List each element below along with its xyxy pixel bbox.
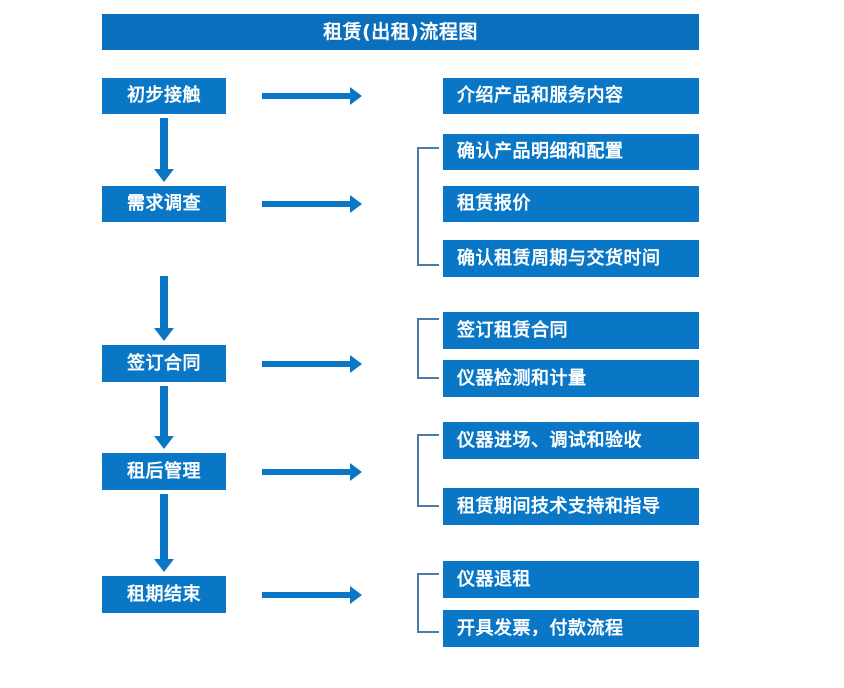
detail-box-4[interactable]: 确认租赁周期与交货时间 xyxy=(443,240,699,277)
arrow-head xyxy=(350,463,362,481)
arrow-head xyxy=(350,355,362,373)
stage-box-3[interactable]: 签订合同 xyxy=(102,345,226,382)
arrow-shaft xyxy=(262,201,350,207)
arrow-head xyxy=(154,169,174,182)
arrow-head xyxy=(154,559,174,572)
arrow-head xyxy=(350,87,362,105)
detail-box-6[interactable]: 仪器检测和计量 xyxy=(443,360,699,397)
arrow-shaft xyxy=(160,118,168,169)
stage-flow-arrow-1-2 xyxy=(154,118,174,182)
arrow-head xyxy=(154,328,174,341)
arrow-shaft xyxy=(160,276,168,328)
stage-to-detail-arrow-5 xyxy=(262,586,362,604)
detail-group-bracket-3 xyxy=(417,318,439,379)
arrow-head xyxy=(154,436,174,449)
stage-box-2[interactable]: 需求调查 xyxy=(102,186,226,222)
detail-box-9[interactable]: 仪器退租 xyxy=(443,561,699,598)
detail-group-bracket-2 xyxy=(417,147,439,266)
detail-box-8[interactable]: 租赁期间技术支持和指导 xyxy=(443,488,699,525)
detail-box-5[interactable]: 签订租赁合同 xyxy=(443,312,699,349)
arrow-shaft xyxy=(262,361,350,367)
detail-box-1[interactable]: 介绍产品和服务内容 xyxy=(443,78,699,114)
stage-to-detail-arrow-4 xyxy=(262,463,362,481)
diagram-title: 租赁(出租)流程图 xyxy=(102,14,699,50)
stage-box-4[interactable]: 租后管理 xyxy=(102,453,226,490)
stage-to-detail-arrow-3 xyxy=(262,355,362,373)
stage-flow-arrow-4-5 xyxy=(154,494,174,572)
arrow-head xyxy=(350,586,362,604)
stage-box-1[interactable]: 初步接触 xyxy=(102,78,226,114)
arrow-shaft xyxy=(262,469,350,475)
detail-box-10[interactable]: 开具发票，付款流程 xyxy=(443,610,699,647)
stage-flow-arrow-2-3 xyxy=(154,276,174,341)
detail-group-bracket-5 xyxy=(417,573,439,633)
arrow-shaft xyxy=(262,93,350,99)
arrow-head xyxy=(350,195,362,213)
stage-to-detail-arrow-1 xyxy=(262,87,362,105)
arrow-shaft xyxy=(160,386,168,436)
detail-box-2[interactable]: 确认产品明细和配置 xyxy=(443,134,699,170)
stage-to-detail-arrow-2 xyxy=(262,195,362,213)
stage-flow-arrow-3-4 xyxy=(154,386,174,449)
detail-box-7[interactable]: 仪器进场、调试和验收 xyxy=(443,422,699,459)
detail-group-bracket-4 xyxy=(417,434,439,507)
arrow-shaft xyxy=(160,494,168,559)
arrow-shaft xyxy=(262,592,350,598)
detail-box-3[interactable]: 租赁报价 xyxy=(443,186,699,222)
stage-box-5[interactable]: 租期结束 xyxy=(102,576,226,613)
